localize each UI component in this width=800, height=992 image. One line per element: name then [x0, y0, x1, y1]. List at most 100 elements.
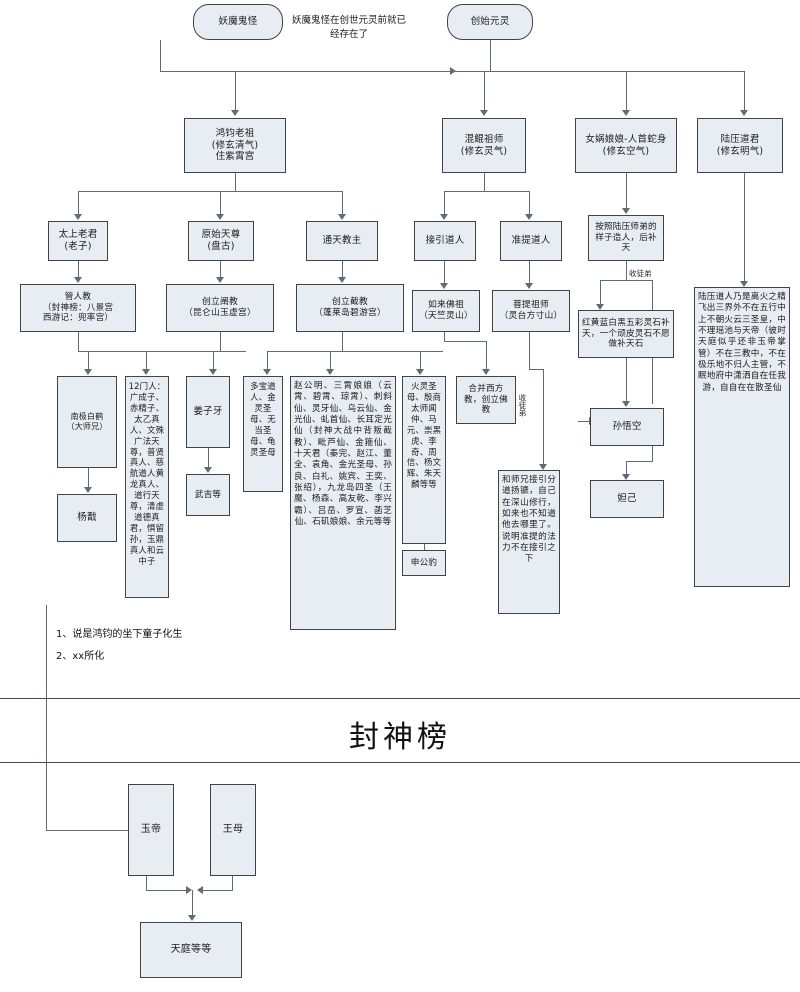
arrow-duobao [263, 369, 271, 375]
edge-bus-to-luya [744, 71, 746, 112]
edge-jiangziya-down [208, 448, 210, 470]
arrow-jiejiao [338, 277, 346, 283]
node-renjiao[interactable]: 管人教 （封神榜：八景宫 西游记：兜率宫） [20, 284, 136, 332]
arrow-nanji [84, 369, 92, 375]
arrow-tongtian [338, 214, 346, 220]
arrow-puti [525, 283, 533, 289]
node-hebing[interactable]: 合并西方教，创立佛教 [456, 376, 516, 424]
arrow-hongjun [231, 110, 239, 116]
edge-puti-down [529, 332, 531, 370]
node-nvwa[interactable]: 女娲娘娘-人首蛇身 (修玄空气) [575, 118, 677, 173]
edge-to-nanji [88, 351, 90, 372]
arrow-yangjian [84, 487, 92, 493]
edge-yuanshi-down [220, 261, 222, 279]
bus-top [235, 71, 745, 73]
edge-luya-down [744, 173, 746, 283]
edge-zhunti-down [529, 261, 531, 285]
node-tianting[interactable]: 天庭等等 [140, 922, 242, 978]
node-daji[interactable]: 妲己 [590, 480, 664, 518]
arrow-chanjiao [216, 277, 224, 283]
edge-label-shoututi-2: 收徒弟 [518, 394, 527, 417]
arrow-zhunti [525, 214, 533, 220]
edge-to-zhuntinote [543, 369, 545, 467]
edge-label-shoututi-1: 收徒弟 [629, 269, 652, 278]
edge-yaomo-down [160, 40, 162, 72]
edge-to-daji [626, 461, 628, 477]
arrow-hundun [480, 110, 488, 116]
node-puti[interactable]: 菩提祖师 （灵台方寸山） [492, 290, 570, 332]
edge-jj-zhaogongming [330, 351, 332, 372]
edge-merge-to-tianting [192, 890, 194, 918]
edge-rail-to-yudi [46, 830, 132, 832]
edge-chanjiao-down [220, 332, 222, 352]
node-duobao[interactable]: 多宝道人、金灵圣母、无当圣母、龟灵圣母 [243, 376, 283, 492]
arrow-yuanshi [216, 214, 224, 220]
node-zaoren[interactable]: 按照陆压师弟的样子造人，后补天 [588, 215, 664, 261]
edge-hd-jieyin [444, 191, 446, 216]
arrow-12men [142, 369, 150, 375]
arrow-jieyin [440, 214, 448, 220]
node-rulai[interactable]: 如来佛祖 （天竺灵山） [412, 290, 480, 332]
edge-bus-to-hongjun [235, 71, 237, 112]
edge-nanji-down [88, 468, 90, 490]
edge-taishang-down [78, 261, 80, 279]
node-zhunti[interactable]: 准提道人 [500, 221, 562, 261]
node-sunwukong[interactable]: 孙悟空 [590, 408, 664, 446]
bus-chanjiao [146, 351, 246, 353]
edge-ch-jiangziya [213, 351, 215, 372]
edge-rulai-down [444, 332, 446, 342]
edge-nvwa-down [626, 173, 628, 210]
arrow-luya [740, 110, 748, 116]
edge-hj-taishang [78, 191, 80, 216]
node-yudi[interactable]: 玉帝 [128, 784, 174, 876]
node-jiangziya[interactable]: 姜子牙 [186, 376, 230, 448]
note-left-rail [46, 605, 48, 830]
edge-hd-zhunti [529, 191, 531, 216]
node-12-disciples[interactable]: 12门人：广成子、赤精子、太乙真人、文殊广法天尊，普贤真人、慈航道人黄龙真人、道… [125, 376, 169, 598]
node-chanjiao[interactable]: 创立阐教 （昆仑山玉虚宫） [166, 284, 274, 332]
arrow-merge-left [186, 886, 192, 894]
node-yuanshi[interactable]: 原始天尊 (盘古) [188, 221, 254, 261]
edge-yudi-right [146, 890, 190, 892]
arrow-jiangziya [209, 369, 217, 375]
edge-bus-to-hundun [484, 71, 486, 112]
node-hongjun[interactable]: 鸿钧老祖 (修玄清气) 住紫霄宫 [184, 118, 286, 173]
node-tongtian[interactable]: 通天教主 [306, 221, 378, 261]
edge-ch-12men [146, 351, 148, 372]
edge-rulai-right [444, 341, 486, 343]
node-jiejiao[interactable]: 创立截教 （蓬莱岛碧游宫） [296, 284, 404, 332]
edge-zaoren-split [600, 280, 652, 282]
edge-bus-to-nvwa [626, 71, 628, 112]
node-luya[interactable]: 陆压道君 (修玄明气) [697, 118, 783, 173]
node-luya-description[interactable]: 陆压道人乃是离火之精飞出三界外不在五行中上不朝火云三圣皇，中不理瑶池与天帝（彼时… [694, 287, 790, 587]
bus-renjiao [78, 351, 146, 353]
footnote-1: 1、说是鸿钧的坐下童子化生 [56, 629, 183, 640]
node-yaomo[interactable]: 妖魔鬼怪 [193, 4, 283, 40]
arrow-hebing [482, 369, 490, 375]
node-nanji[interactable]: 南极白鹤 （大师兄） [57, 376, 117, 468]
edge-hj-tongtian [342, 191, 344, 216]
node-yangjian[interactable]: 杨戬 [57, 494, 117, 542]
node-chuangshi[interactable]: 创始元灵 [447, 4, 533, 40]
edge-jj-duobao [267, 351, 269, 372]
arrow-sunwukong [622, 401, 630, 407]
node-shengongbao[interactable]: 申公豹 [402, 550, 446, 576]
arrow-nvwa [622, 110, 630, 116]
node-jieyin[interactable]: 接引道人 [414, 221, 476, 261]
node-wucai[interactable]: 红黄蓝白黑五彩灵石补天，一个顽皮灵石不愿做补天石 [578, 310, 674, 358]
edge-jieyin-down [444, 261, 446, 285]
node-taishang[interactable]: 太上老君 (老子) [48, 221, 108, 261]
node-wuji[interactable]: 武吉等 [186, 474, 230, 516]
node-zhunti-note[interactable]: 和师兄接引分道扬镳，自己在深山修行，如来也不知道他去哪里了。说明准提的法力不在接… [498, 470, 560, 614]
node-hundun[interactable]: 混鲲祖师 (修玄灵气) [442, 118, 526, 173]
arrow-daji [622, 474, 630, 480]
node-huoling[interactable]: 火灵圣母、殷商太师闻仲、马元、崇黑虎、李奇、周信、杨文辉、朱天麟等等 [402, 376, 446, 544]
arrow-taishang [74, 214, 82, 220]
node-zhaogongming[interactable]: 赵公明、三霄娘娘（云霄、碧霄、琼霄）、刺斜仙、灵牙仙、乌云仙、金光仙、虬首仙、长… [290, 376, 396, 630]
edge-huoling-down [424, 544, 426, 550]
bus-hundun [444, 191, 530, 193]
arrow-rulai [440, 283, 448, 289]
divider-bottom [0, 762, 800, 764]
node-wangmu[interactable]: 王母 [210, 784, 256, 876]
